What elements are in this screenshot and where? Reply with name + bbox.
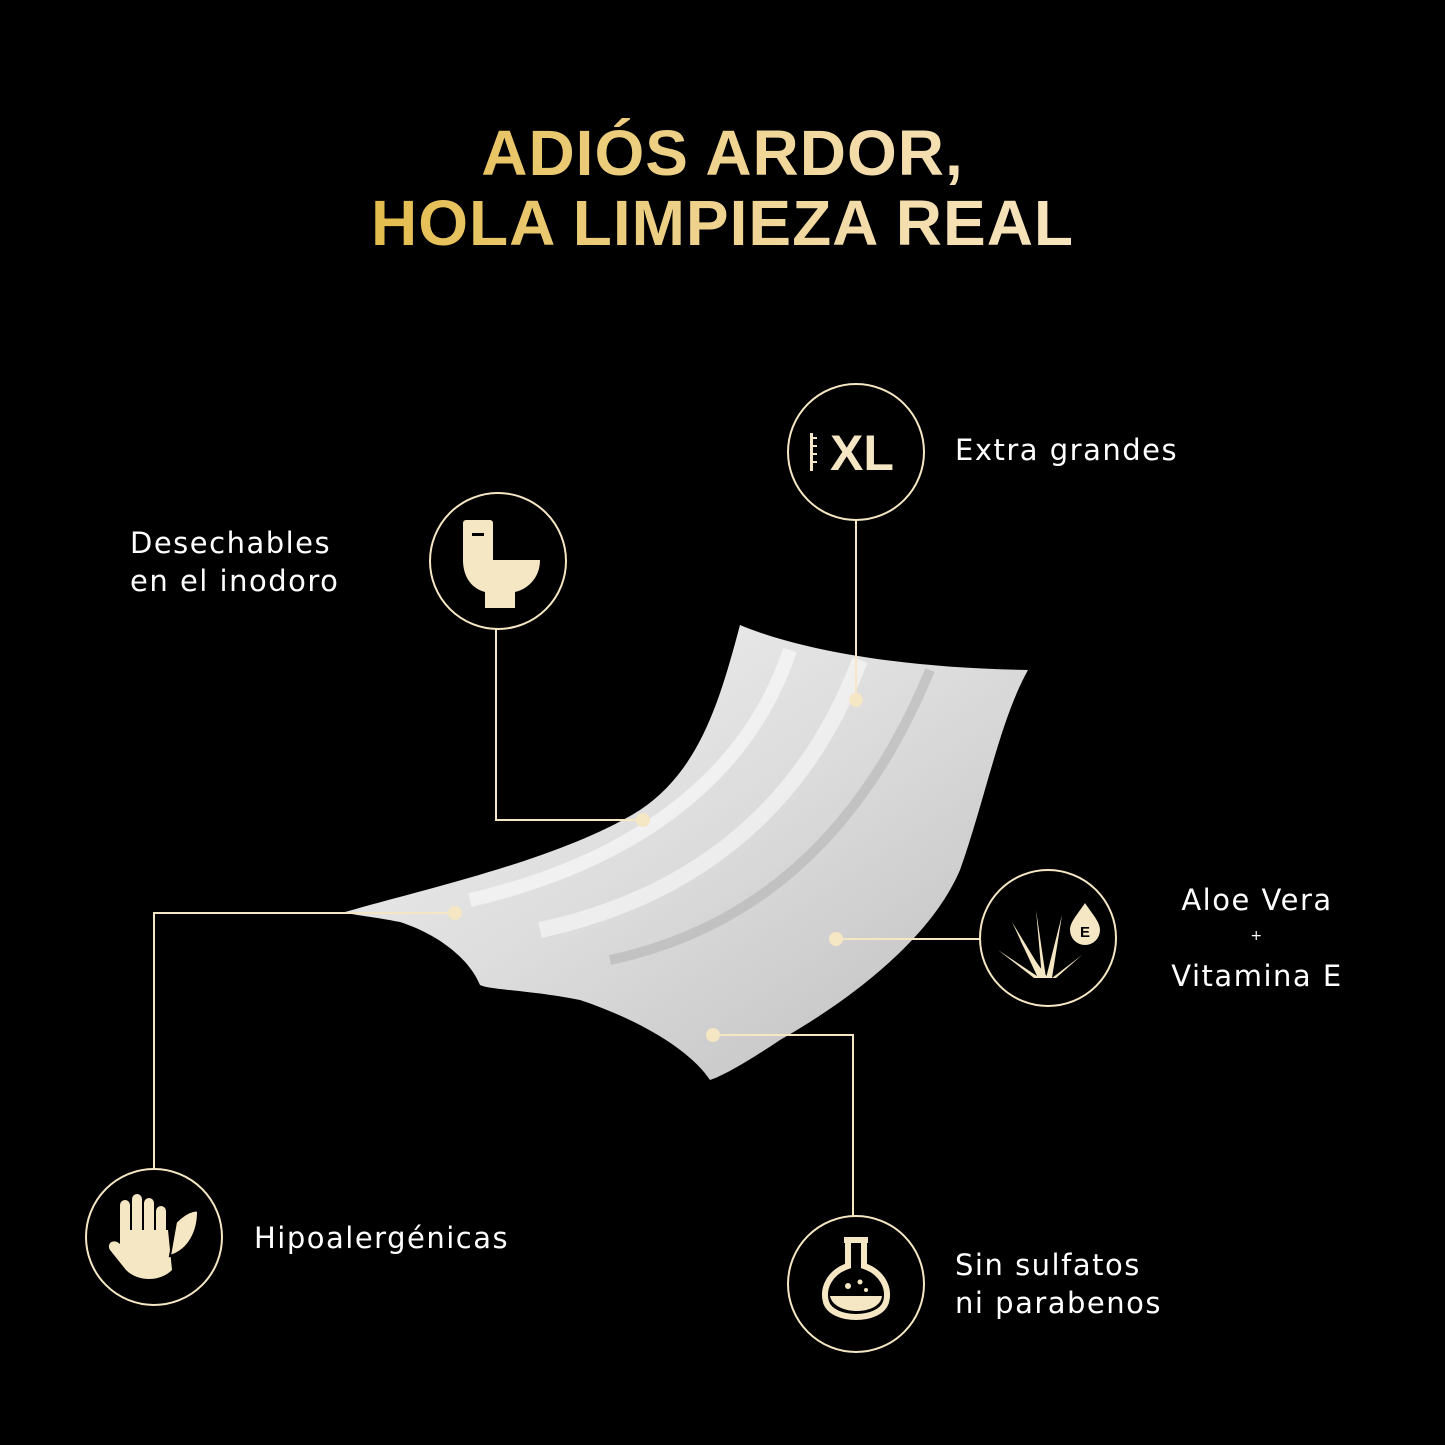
dot-flushable [636, 813, 650, 827]
connector-hypoallergenic [153, 912, 455, 1169]
flask-icon [822, 1237, 890, 1320]
connector-sulfate-free [713, 1034, 854, 1216]
label-vitamina-e: Vitamina E [1171, 959, 1343, 993]
headline-line-1: ADIÓS ARDOR, [0, 117, 1445, 189]
connector-dots [448, 693, 863, 1042]
connector-lines [153, 520, 980, 1216]
dot-aloe [829, 932, 843, 946]
dot-xl [849, 693, 863, 707]
label-aloe-vera: Aloe Vera [1181, 883, 1333, 917]
headline-line-2: HOLA LIMPIEZA REAL [0, 187, 1445, 259]
label-flushable-line-2: en el inodoro [130, 564, 340, 598]
xl-size-icon: XL [810, 425, 894, 481]
badge-sulfate-free [787, 1215, 925, 1353]
hand-leaf-icon [108, 1194, 200, 1279]
dot-hypoallergenic [448, 906, 462, 920]
label-plus: + [1250, 928, 1264, 944]
toilet-icon [463, 520, 540, 608]
svg-text:E: E [1080, 924, 1090, 941]
badge-xl [787, 383, 925, 521]
wet-wipe-image [345, 625, 1028, 1080]
badge-aloe [979, 869, 1117, 1007]
label-sulfate-free-line-1: Sin sulfatos [955, 1248, 1141, 1282]
connector-flushable [495, 629, 643, 821]
label-flushable-line-1: Desechables [130, 526, 332, 560]
dot-sulfate-free [706, 1028, 720, 1042]
label-sulfate-free-line-2: ni parabenos [955, 1286, 1163, 1320]
aloe-drop-icon: E [998, 903, 1100, 978]
label-extra-grandes: Extra grandes [955, 433, 1179, 467]
label-hipoalergenicas: Hipoalergénicas [254, 1221, 510, 1255]
svg-text:XL: XL [830, 425, 894, 481]
